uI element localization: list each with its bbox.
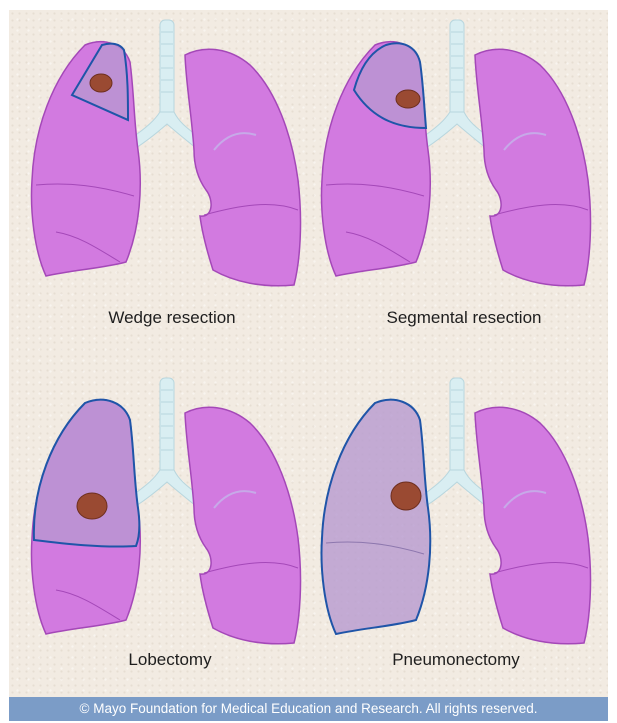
resection-outline: [322, 400, 431, 634]
panel-wedge-resection: [32, 20, 301, 286]
tumor-icon: [77, 493, 107, 519]
label-wedge-resection: Wedge resection: [108, 308, 235, 328]
copyright-footer: © Mayo Foundation for Medical Education …: [9, 697, 608, 721]
resection-outline: [34, 400, 139, 547]
tumor-icon: [90, 74, 112, 92]
panel-pneumonectomy: [322, 378, 591, 644]
panel-lobectomy: [32, 378, 301, 644]
tumor-icon: [396, 90, 420, 108]
label-pneumonectomy: Pneumonectomy: [392, 650, 520, 670]
label-segmental-resection: Segmental resection: [387, 308, 542, 328]
label-lobectomy: Lobectomy: [128, 650, 211, 670]
panel-segmental-resection: [322, 20, 591, 286]
tumor-icon: [391, 482, 421, 510]
lung-illustration-icon: [475, 407, 591, 643]
